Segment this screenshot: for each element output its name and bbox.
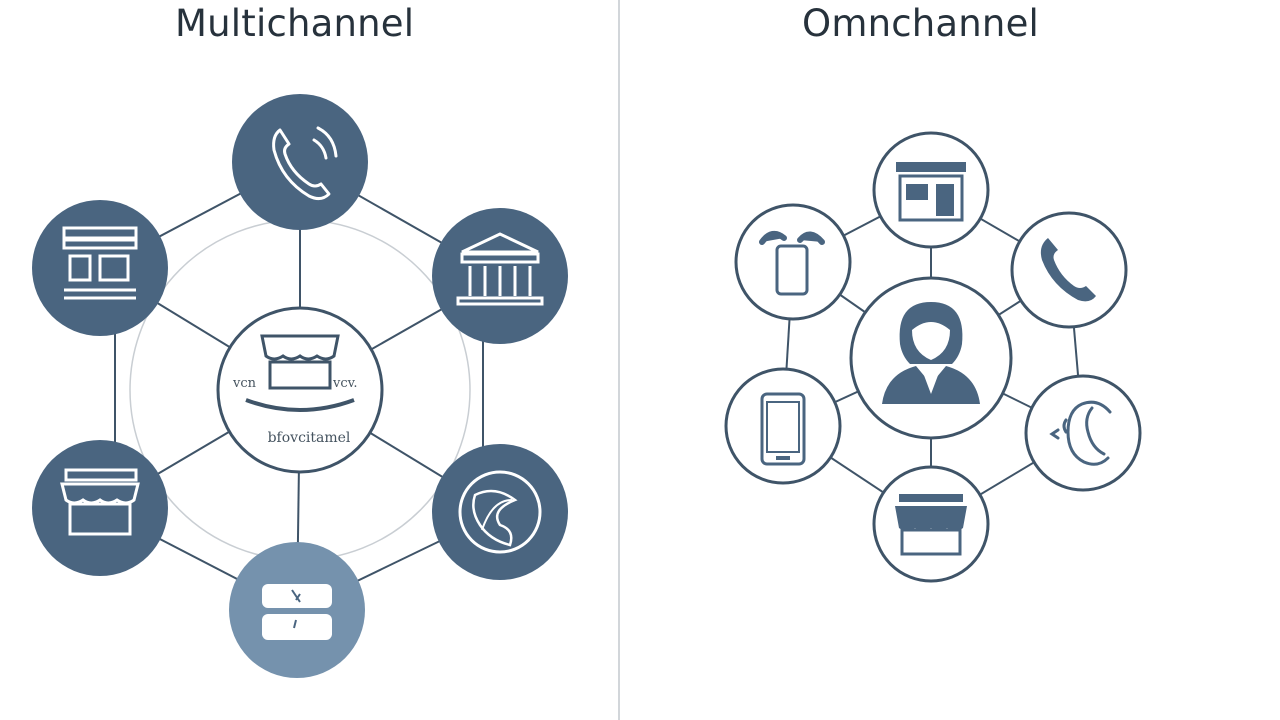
storefront-icon [62, 226, 138, 300]
center-sign-left-text: vcn [233, 376, 256, 391]
omni-store-node [872, 131, 990, 249]
multichannel-title: Multichannel [175, 2, 415, 45]
customer-icon [882, 302, 980, 404]
mobile-icon [759, 230, 825, 245]
phone-icon [272, 128, 331, 201]
shop-awning-channel-node [32, 440, 168, 576]
phone-channel-node [232, 94, 368, 230]
tablet-icon [760, 392, 806, 466]
multichannel-center-node [216, 306, 384, 474]
omnichannel-diagram [724, 131, 1142, 583]
multichannel-diagram [32, 94, 568, 678]
omnichannel-panel: Omnchannel [621, 0, 1280, 720]
center-label: bfovcitamel [267, 430, 351, 446]
globe-icon [458, 470, 542, 554]
center-sign-right-text: vcv. [333, 376, 358, 391]
panel-divider [618, 0, 620, 720]
omni-phone-node [1010, 211, 1128, 329]
omni-shop-node [872, 465, 990, 583]
shop-icon [895, 494, 967, 556]
omni-mobile-support-node [734, 203, 852, 321]
omnichannel-title: Omnchannel [802, 2, 1040, 45]
swirl-icon [1049, 400, 1112, 466]
bank-channel-node [432, 208, 568, 344]
multichannel-panel: Multichannel [0, 0, 618, 720]
center-store-icon [245, 334, 355, 412]
store-icon [896, 162, 966, 222]
phone-icon [1040, 238, 1096, 302]
omni-customer-center-node [849, 276, 1013, 440]
shop-awning-icon [60, 468, 140, 536]
omni-social-node [1024, 374, 1142, 492]
mobile-channel-node [229, 542, 365, 678]
omni-tablet-node [724, 367, 842, 485]
storefront-channel-node [32, 200, 168, 336]
web-channel-node [432, 444, 568, 580]
bank-icon [456, 232, 544, 306]
